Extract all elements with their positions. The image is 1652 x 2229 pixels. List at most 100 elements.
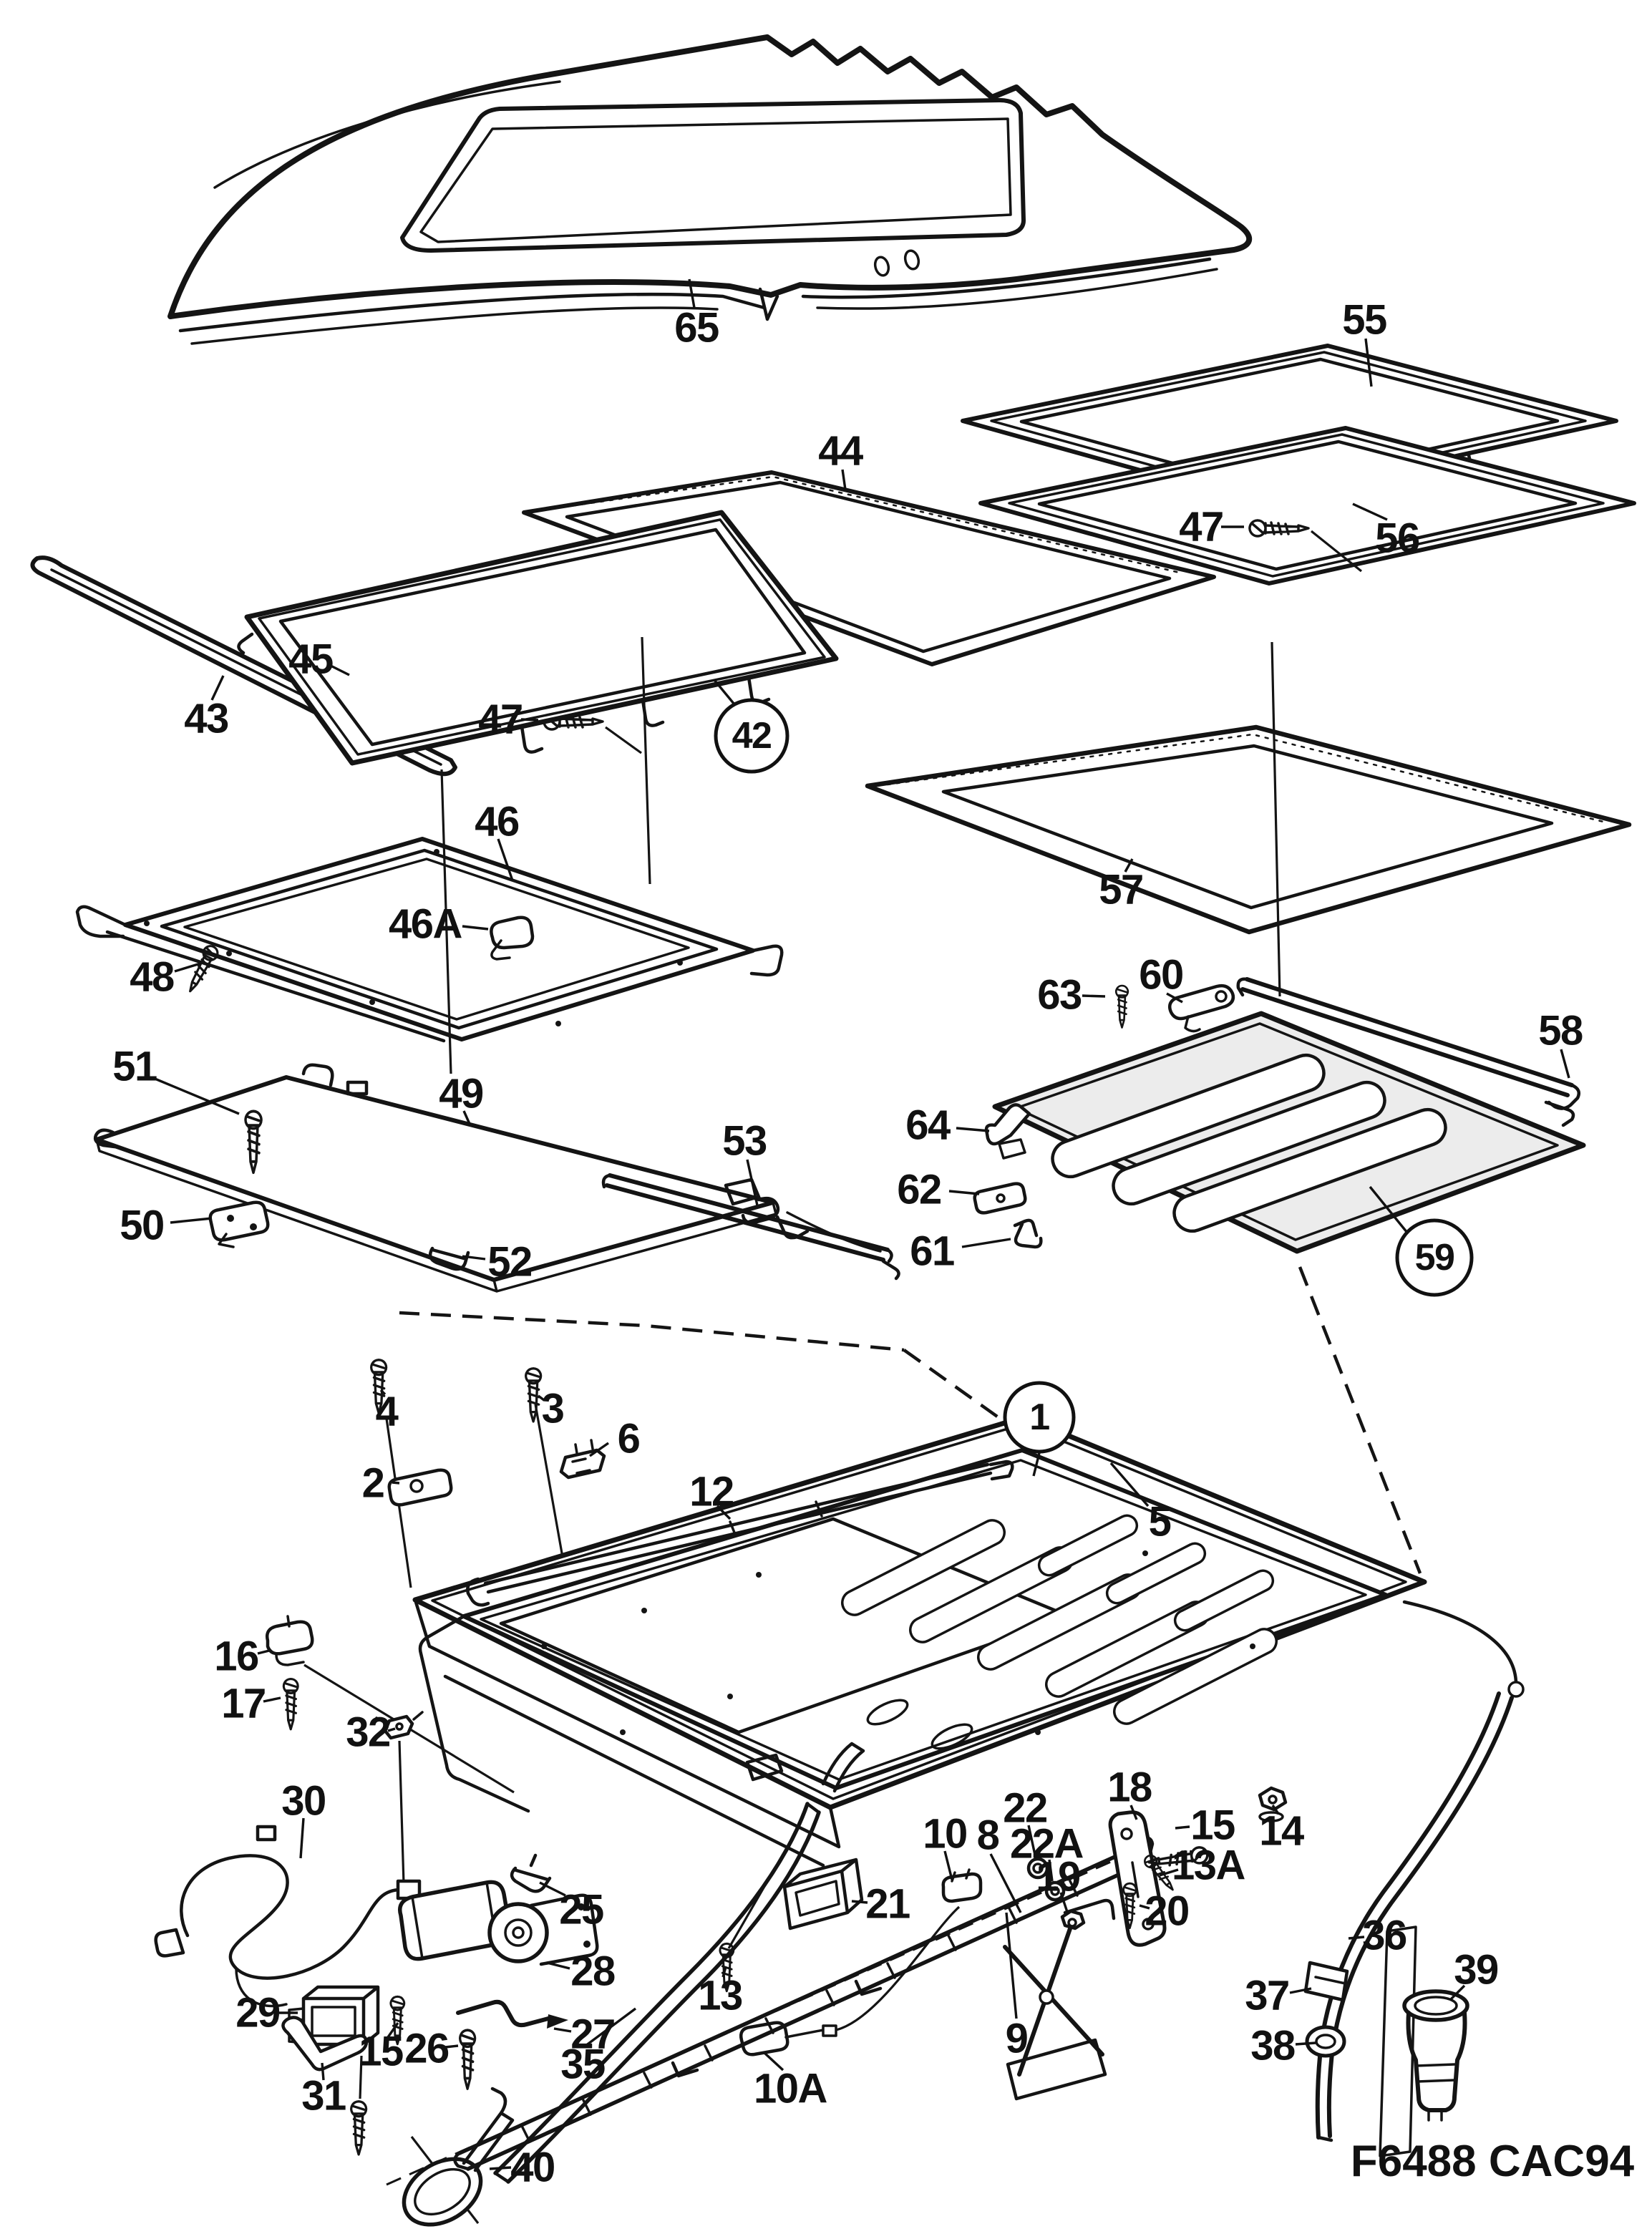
callout-label: 55 — [1342, 297, 1386, 344]
callout-38: 38 — [1250, 2023, 1316, 2069]
callout-29: 29 — [235, 1990, 298, 2036]
part-42-glass-panel — [237, 510, 839, 766]
callout-label: 32 — [346, 1709, 390, 1756]
callout-label: 16 — [214, 1633, 258, 1680]
part-40-handle — [402, 2087, 515, 2227]
callout-32: 32 — [346, 1709, 396, 1756]
callout-22A: 22A — [1010, 1821, 1084, 1882]
drawing-code: F6488 CAC94 — [1351, 2137, 1635, 2186]
callout-53: 53 — [722, 1118, 767, 1206]
callout-19: 19 — [1036, 1854, 1081, 1915]
callout-30: 30 — [281, 1778, 326, 1859]
callout-label: 63 — [1037, 972, 1082, 1019]
callout-label: 36 — [1362, 1913, 1406, 1959]
callout-15-right: 15 — [1175, 1802, 1235, 1849]
callout-label: 57 — [1099, 867, 1143, 913]
part-46A-bracket — [490, 916, 535, 961]
callout-label: 65 — [674, 305, 719, 351]
callout-label: 44 — [818, 428, 863, 475]
callout-label: 14 — [1259, 1808, 1304, 1855]
callout-2: 2 — [362, 1460, 400, 1507]
callout-39: 39 — [1449, 1947, 1499, 2001]
callout-46A: 46A — [389, 901, 489, 948]
part-61-clip — [1013, 1218, 1043, 1249]
screw-3 — [525, 1367, 543, 1423]
part-59-headliner — [992, 1011, 1586, 1254]
part-22-washers — [1026, 1857, 1066, 1902]
callout-17: 17 — [221, 1681, 281, 1727]
callout-58: 58 — [1538, 1008, 1583, 1079]
callout-label: 58 — [1538, 1008, 1583, 1054]
part-21-block — [782, 1858, 864, 1931]
callout-51: 51 — [112, 1044, 240, 1115]
callout-43: 43 — [184, 675, 229, 742]
screw-29 — [350, 2100, 368, 2156]
callout-21: 21 — [851, 1881, 910, 1928]
callout-label: 53 — [722, 1118, 767, 1165]
callout-label: 39 — [1454, 1947, 1498, 1994]
callout-60: 60 — [1139, 952, 1184, 1004]
callout-52: 52 — [462, 1239, 533, 1286]
callout-label: 15 — [359, 2029, 403, 2075]
part-39-plug — [1402, 1989, 1469, 2122]
part-62-plate — [973, 1182, 1027, 1215]
callout-label: 46 — [475, 799, 519, 845]
callout-label: 18 — [1107, 1764, 1152, 1811]
callout-label: 22A — [1010, 1821, 1084, 1868]
callout-label: 56 — [1375, 515, 1419, 562]
callout-label: 48 — [130, 954, 174, 1001]
callout-label: 43 — [184, 696, 228, 742]
callout-44: 44 — [818, 428, 864, 490]
callout-14: 14 — [1259, 1805, 1305, 1855]
callout-16: 16 — [214, 1633, 270, 1680]
part-12-cable-tube — [466, 1460, 1014, 1607]
callout-label: 25 — [559, 1887, 603, 1933]
part-25-clip — [510, 1853, 552, 1893]
callout-label: 4 — [376, 1389, 399, 1435]
callout-label: 49 — [439, 1071, 483, 1117]
callout-label: 13A — [1172, 1842, 1245, 1889]
callout-49: 49 — [439, 1071, 484, 1125]
part-56-frame — [978, 426, 1636, 586]
callout-40: 40 — [489, 2145, 555, 2191]
part-30-harness — [154, 1825, 422, 2008]
part-57-seal — [865, 724, 1632, 935]
callout-label: 60 — [1139, 952, 1183, 999]
callout-label: 52 — [487, 1239, 532, 1286]
callout-6: 6 — [589, 1416, 641, 1462]
screw-26 — [458, 2029, 477, 2090]
part-14-nut — [1258, 1786, 1288, 1822]
callout-circle — [1003, 1381, 1076, 1454]
callout-47-right: 47 — [1179, 504, 1244, 550]
callout-label: 15 — [1190, 1802, 1235, 1849]
callout-label: 42 — [732, 715, 772, 757]
callout-56: 56 — [1352, 502, 1420, 562]
part-1-frame-tray — [413, 1448, 1388, 1868]
callout-label: 30 — [281, 1778, 326, 1825]
callout-37: 37 — [1245, 1973, 1312, 2019]
callout-13A: 13A — [1159, 1842, 1246, 1889]
callout-36: 36 — [1348, 1913, 1407, 1959]
callout-label: 9 — [1006, 2016, 1028, 2062]
callout-55: 55 — [1342, 297, 1387, 387]
part-6-bracket — [559, 1439, 606, 1480]
callout-label: 64 — [905, 1102, 951, 1149]
part-60-link — [1168, 984, 1235, 1033]
callout-50: 50 — [120, 1203, 213, 1249]
callout-label: 26 — [404, 2026, 449, 2072]
callout-label: 59 — [1415, 1237, 1454, 1278]
part-10-guide — [941, 1868, 983, 1903]
part-19-nut — [1060, 1909, 1086, 1931]
callout-12: 12 — [689, 1469, 734, 1520]
callout-label: 6 — [618, 1416, 640, 1462]
callout-label: 8 — [977, 1812, 999, 1859]
part-53-strip — [601, 1173, 900, 1281]
callout-10: 10 — [923, 1811, 968, 1880]
callout-62: 62 — [897, 1167, 980, 1213]
callout-label: 21 — [865, 1881, 910, 1928]
callout-label: 47 — [1179, 504, 1223, 550]
callout-31: 31 — [301, 2062, 346, 2119]
callout-46: 46 — [475, 799, 520, 881]
